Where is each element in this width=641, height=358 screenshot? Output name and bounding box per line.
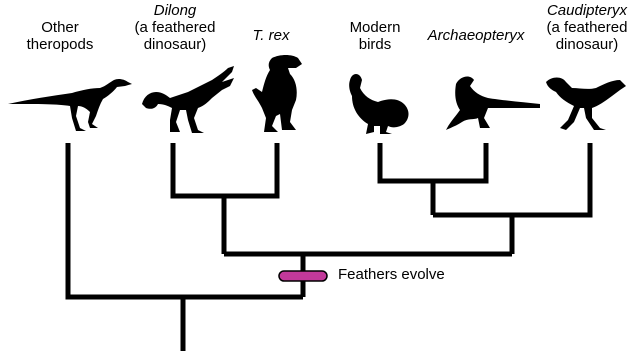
turkey-silhouette-icon	[349, 74, 408, 134]
dinosaur-silhouette-icon	[142, 66, 234, 133]
dinosaur-silhouette-icon	[8, 79, 132, 131]
dinosaur-silhouette-icon	[252, 55, 302, 132]
caudipteryx-silhouette-icon	[546, 78, 626, 131]
archaeopteryx-silhouette-icon	[446, 77, 540, 130]
branch-modern-archaeopteryx	[380, 143, 486, 181]
feathers-trait-bar	[279, 271, 327, 281]
branch-dilong-trex	[173, 143, 277, 196]
tree-branches	[68, 143, 590, 351]
branch-basal	[68, 143, 303, 297]
